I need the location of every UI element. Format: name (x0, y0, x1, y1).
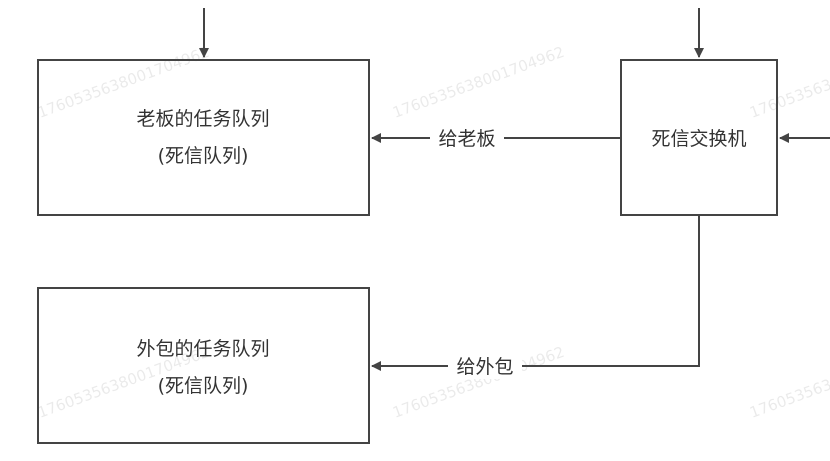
watermark: 17605356380017049​62 (747, 43, 830, 122)
edge-to-boss: 给老板 (371, 125, 621, 151)
watermark: 17605356380017049​62 (390, 43, 567, 122)
edge-to-boss-label: 给老板 (438, 128, 495, 150)
boss-queue-box (37, 59, 370, 216)
boss-queue-node: 老板的任务队列 (死信队列) (37, 59, 370, 216)
edge-to-outsource-label-bg (448, 353, 522, 379)
edge-to-boss-label-bg (430, 125, 504, 151)
dead-letter-exchange-label: 死信交换机 (651, 128, 746, 150)
boss-queue-title: 老板的任务队列 (136, 108, 269, 130)
edge-to-outsource-label: 给外包 (456, 356, 513, 378)
watermark: 17605356380017049​62 (747, 343, 830, 422)
outsource-queue-box (37, 287, 370, 444)
outsource-queue-node: 外包的任务队列 (死信队列) (37, 287, 370, 444)
outsource-queue-title: 外包的任务队列 (136, 338, 269, 360)
dead-letter-exchange-node: 死信交换机 (620, 59, 778, 216)
edge-to-outsource: 给外包 (371, 215, 700, 379)
outsource-queue-subtitle: (死信队列) (158, 375, 249, 397)
boss-queue-subtitle: (死信队列) (158, 145, 249, 167)
edge-to-outsource-line (371, 215, 700, 371)
watermark-group: 17605356380017049​62 17605356380017049​6… (35, 43, 830, 422)
